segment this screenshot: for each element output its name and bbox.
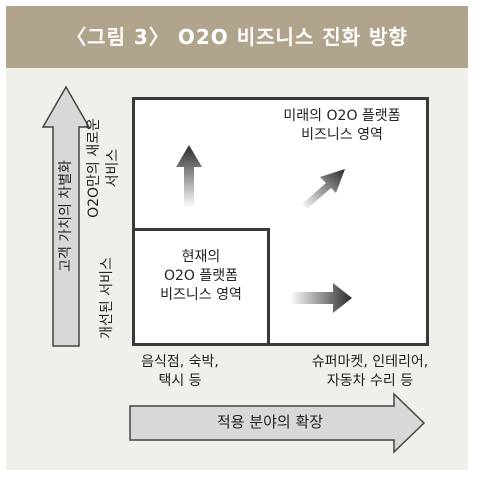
- y-axis-arrow: [41, 85, 91, 347]
- present-platform-area: [132, 228, 270, 346]
- diagonal-evolution-arrow: [302, 169, 345, 209]
- x-label-right: 슈퍼마켓, 인테리어, 자동차 수리 등: [311, 354, 429, 389]
- future-box-label: 미래의 O2O 플랫폼 비즈니스 영역: [283, 108, 401, 143]
- x-axis-arrow: [129, 392, 426, 454]
- y-label-lower: 개선된 서비스: [99, 257, 115, 339]
- x-label-left: 음식점, 숙박, 택시 등: [141, 354, 219, 389]
- title-bar: 〈그림 3〉 O2O 비즈니스 진화 방향: [6, 6, 468, 68]
- up-evolution-arrow: [176, 145, 202, 208]
- x-axis-label: 적용 분야의 확장: [216, 413, 324, 431]
- present-box-label: 현재의 O2O 플랫폼 비즈니스 영역: [160, 249, 242, 303]
- y-label-upper: O2O만의 새로운 서비스: [86, 118, 121, 218]
- figure-title: 〈그림 3〉 O2O 비즈니스 진화 방향: [66, 25, 408, 49]
- y-axis-label: 고객 가치의 차별화: [58, 160, 74, 272]
- future-platform-area: [132, 97, 429, 346]
- right-evolution-arrow: [290, 283, 352, 313]
